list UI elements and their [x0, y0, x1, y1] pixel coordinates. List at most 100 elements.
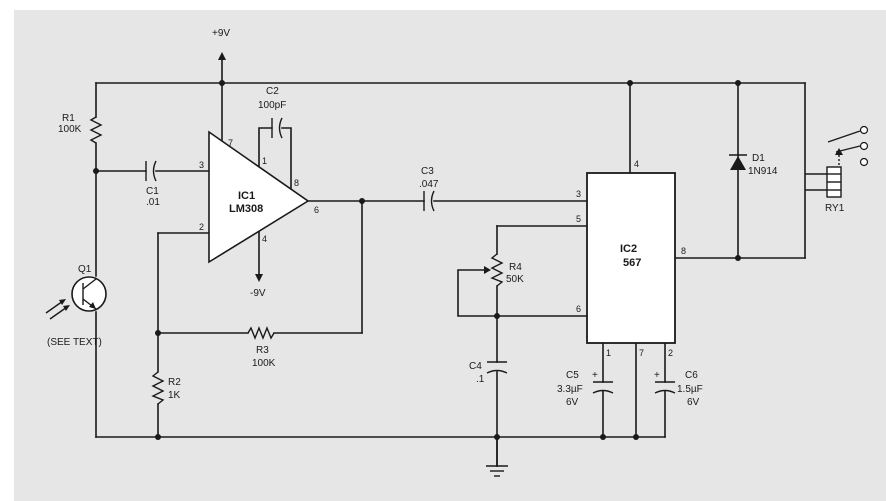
wire-c2-left: [258, 127, 273, 167]
ic2-pin2: 2: [668, 348, 673, 358]
capacitor-c4: C4 .1: [469, 361, 508, 385]
c5-voltage: 6V: [566, 397, 579, 408]
capacitor-curved-plate-icon: [486, 369, 508, 374]
c5-ref: C5: [566, 370, 579, 381]
transistor-collector-icon: [82, 278, 97, 290]
capacitor-c5: + C5 3.3µF 6V: [557, 370, 614, 408]
resistor-zigzag-icon: [490, 253, 504, 287]
c6-ref: C6: [685, 370, 698, 381]
phototransistor-q1: Q1 (SEE TEXT): [45, 264, 107, 348]
ic1-pin8: 8: [294, 178, 299, 188]
c1-ref: C1: [146, 186, 159, 197]
c3-ref: C3: [421, 166, 434, 177]
resistor-r2: R2 1K: [151, 371, 181, 405]
c6-value: 1.5µF: [677, 384, 703, 395]
ic2-pin8: 8: [681, 246, 686, 256]
r4-value: 50K: [506, 274, 524, 285]
ic2-pin6: 6: [576, 304, 581, 314]
c1-value: .01: [146, 197, 160, 208]
relay-switch-arm-icon: [827, 130, 861, 143]
ic1-pin3: 3: [199, 160, 204, 170]
ic2-ref: IC2: [620, 243, 637, 255]
junction-dot: [494, 434, 500, 440]
transistor-body-icon: [71, 276, 107, 312]
junction-dot: [359, 198, 365, 204]
junction-dot: [155, 330, 161, 336]
r2-ref: R2: [168, 377, 181, 388]
resistor-r3: R3 100K: [247, 326, 276, 369]
junctions: [93, 80, 741, 440]
junction-dot: [600, 434, 606, 440]
r1-ref: R1: [62, 113, 75, 124]
minus9v-label: -9V: [250, 288, 266, 299]
capacitor-curved-plate-icon: [592, 389, 614, 394]
relay-contact-icon: [859, 125, 869, 135]
polarity-plus-icon: +: [592, 370, 598, 381]
ic2-pin4: 4: [634, 159, 639, 169]
wiper-arrow-icon: [484, 266, 491, 274]
diode-d1: D1 1N914: [729, 153, 778, 177]
potentiometer-r4: R4 50K: [484, 253, 524, 287]
r2-value: 1K: [168, 390, 181, 401]
c5-value: 3.3µF: [557, 384, 583, 395]
r4-ref: R4: [509, 262, 522, 273]
ic2-body: [586, 172, 676, 344]
r3-value: 100K: [252, 358, 276, 369]
r1-value: 100K: [58, 124, 82, 135]
minus9v-supply: -9V: [250, 274, 266, 299]
wire-r4-wiper: [457, 269, 588, 317]
junction-dot: [633, 434, 639, 440]
capacitor-c6: + C6 1.5µF 6V: [654, 370, 703, 408]
junction-dot: [93, 168, 99, 174]
light-arrow-icon: [45, 300, 64, 314]
plus9v-supply: +9V: [212, 28, 230, 60]
c4-value: .1: [476, 374, 485, 385]
junction-dot: [735, 80, 741, 86]
capacitor-c1: C1 .01: [145, 160, 160, 208]
junction-dot: [494, 313, 500, 319]
ic1-pin1: 1: [262, 156, 267, 166]
paper: [14, 10, 886, 501]
capacitor-c3: C3 .047: [419, 166, 439, 212]
capacitor-curved-plate-icon: [654, 389, 676, 394]
resistor-zigzag-icon: [89, 116, 103, 144]
diode-icon: [730, 156, 746, 170]
ic2-pin5: 5: [576, 214, 581, 224]
resistor-zigzag-icon: [247, 326, 275, 340]
ic2-pin1: 1: [606, 348, 611, 358]
c4-ref: C4: [469, 361, 482, 372]
light-arrow-icon: [49, 306, 68, 320]
ic2-pin7: 7: [639, 348, 644, 358]
relay-ry1: RY1: [805, 125, 869, 214]
r3-ref: R3: [256, 345, 269, 356]
ic1-pin6: 6: [314, 205, 319, 215]
ic1-pin4: 4: [262, 234, 267, 244]
polarity-plus-icon: +: [654, 370, 660, 381]
opamp-triangle-icon: [208, 130, 310, 264]
capacitor-curved-plate-icon: [278, 117, 283, 139]
relay-actuator-icon: [835, 148, 843, 155]
q1-note: (SEE TEXT): [47, 337, 102, 348]
light-arrowhead-icon: [63, 305, 70, 311]
ic1-pin2: 2: [199, 222, 204, 232]
d1-value: 1N914: [748, 166, 778, 177]
junction-dot: [627, 80, 633, 86]
resistor-r1: R1 100K: [58, 113, 103, 144]
q1-ref: Q1: [78, 264, 92, 275]
arrow-up-icon: [218, 52, 226, 60]
junction-dot: [219, 80, 225, 86]
plus9v-label: +9V: [212, 28, 230, 39]
ic1-ref: IC1: [238, 190, 255, 202]
ic1-pin7: 7: [228, 138, 233, 148]
d1-ref: D1: [752, 153, 765, 164]
arrow-down-icon: [255, 274, 263, 282]
ic1-part: LM308: [229, 203, 263, 215]
ic2-567: IC2 567 4 3 5 6 8 1 7 2: [576, 159, 686, 358]
ic2-pin3: 3: [576, 189, 581, 199]
relay-contact-icon: [859, 157, 869, 167]
c3-value: .047: [419, 179, 439, 190]
c2-value: 100pF: [258, 100, 286, 111]
relay-contact-icon: [859, 141, 869, 151]
emitter-arrow-icon: [89, 302, 96, 309]
